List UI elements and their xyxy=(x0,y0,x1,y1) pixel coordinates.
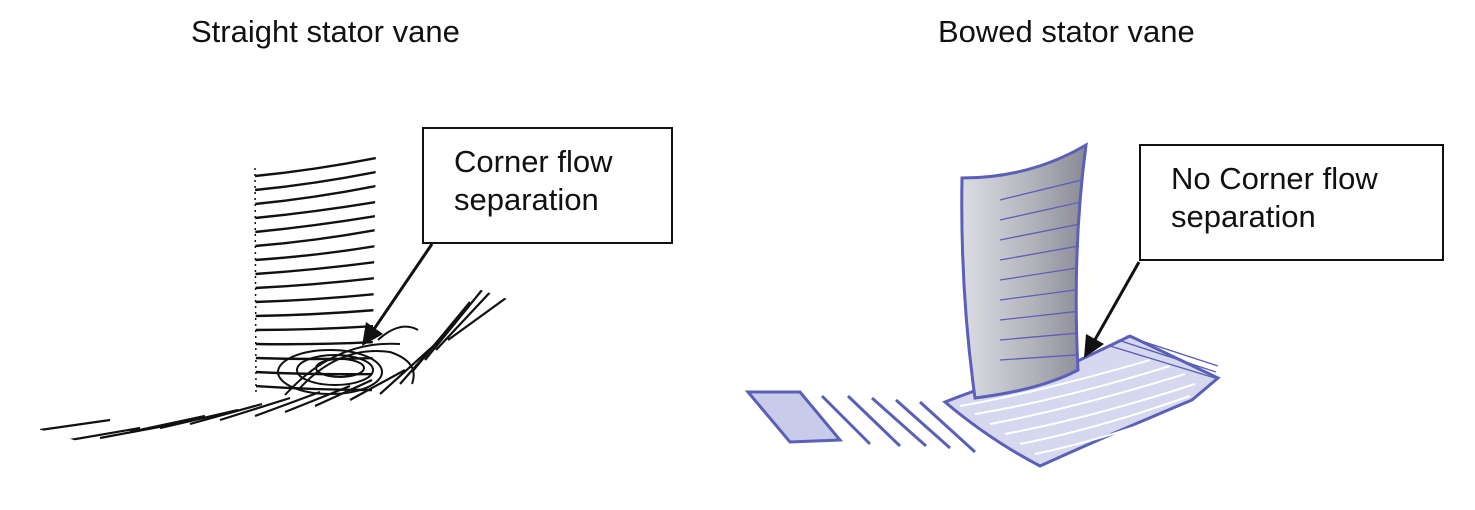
corner-flow-separation-callout: Corner flow separation xyxy=(422,127,673,244)
straight-vane-leading-edge xyxy=(254,167,257,393)
bowed-vane-title: Bowed stator vane xyxy=(938,14,1195,49)
corner-separation-vortex xyxy=(277,325,419,396)
straight-vane-hub-streaks xyxy=(39,287,507,442)
bowed-vane-callout-arrow xyxy=(1084,261,1141,358)
callout-line-1: No Corner flow xyxy=(1171,161,1378,196)
callout-line-2: separation xyxy=(1171,199,1316,234)
bowed-vane-hub-streaks xyxy=(959,359,1196,455)
callout-line-1: Corner flow xyxy=(454,144,613,179)
no-corner-flow-separation-callout: No Corner flow separation xyxy=(1139,144,1444,261)
straight-vane-callout-arrow xyxy=(362,243,434,346)
callout-line-2: separation xyxy=(454,182,599,217)
straight-vane-title: Straight stator vane xyxy=(191,14,460,49)
bowed-vane-inlet-streaks xyxy=(744,390,977,454)
bowed-vane-surface-streaks xyxy=(999,177,1086,361)
